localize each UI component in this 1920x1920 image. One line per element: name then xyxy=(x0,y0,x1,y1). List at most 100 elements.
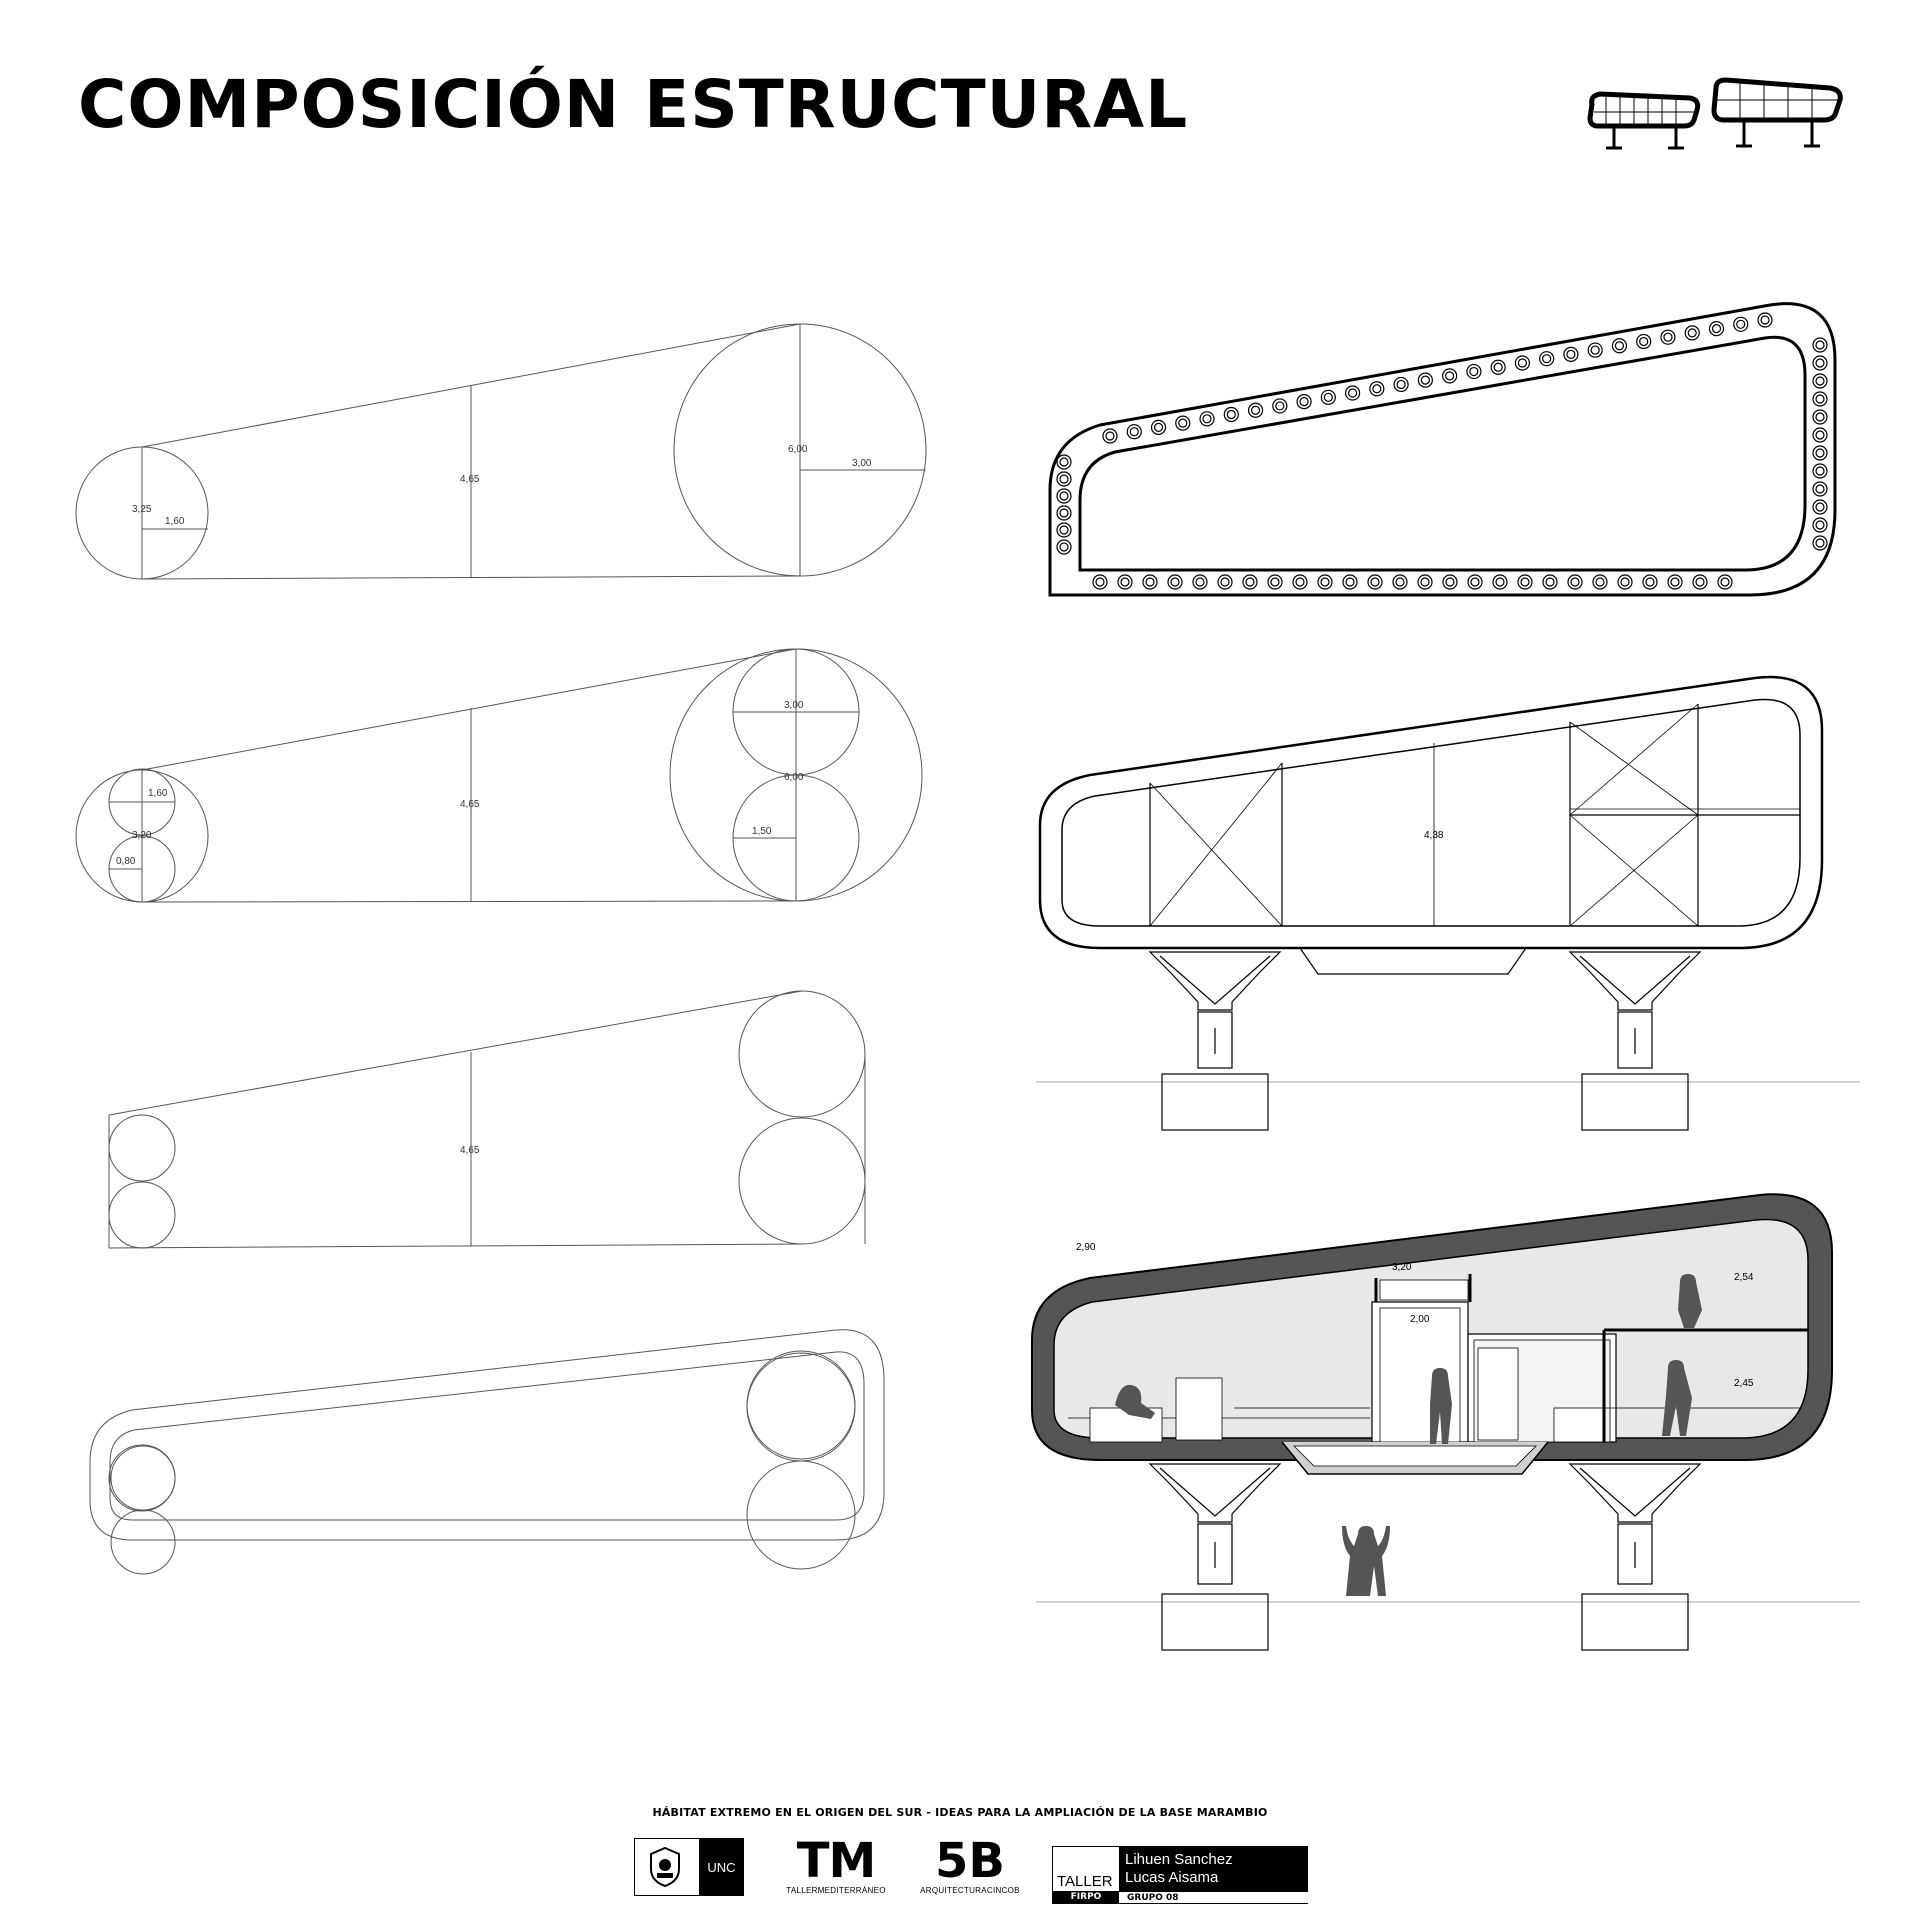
tube-circle-inner xyxy=(1059,457,1069,467)
geometry-diagram-4-circles xyxy=(109,1479,175,1545)
tube-circle-inner xyxy=(1245,577,1255,587)
tube-circle-inner xyxy=(1815,448,1825,458)
tube-circle-inner xyxy=(1670,577,1680,587)
tube-circle-inner xyxy=(1711,323,1722,334)
tube-circle-inner xyxy=(1720,577,1730,587)
supports-interior xyxy=(1036,1463,1860,1651)
tube-circle-inner xyxy=(1226,409,1236,420)
tube-circle-inner xyxy=(1420,577,1430,587)
tube-circle-inner xyxy=(1170,577,1180,587)
tube-circle-inner xyxy=(1153,422,1164,433)
tube-circle-inner xyxy=(1323,392,1333,402)
tube-circle-inner xyxy=(1815,340,1825,350)
dim-interior-core-height: 3,20 xyxy=(1392,1262,1412,1273)
tube-circle-inner xyxy=(1614,341,1625,351)
dim-d-large-2: 6,00 xyxy=(784,772,804,783)
fiveb-logo-mark: 5B xyxy=(935,1833,1005,1889)
dim-structure-height: 4,38 xyxy=(1424,830,1444,841)
tube-circle-inner xyxy=(1275,401,1285,411)
geometry-diagram-3 xyxy=(108,990,866,1249)
dim-height-1: 4,65 xyxy=(460,474,480,485)
fiveb-caption: ARQUITECTURACINCOB xyxy=(920,1886,1020,1895)
tube-circle-inner xyxy=(1129,427,1139,437)
tube-circle-inner xyxy=(1493,362,1503,372)
authors: Lihuen Sanchez Lucas Aisama xyxy=(1119,1847,1308,1891)
page-title: COMPOSICIÓN ESTRUCTURAL xyxy=(78,66,1189,143)
tube-circle-inner xyxy=(1495,577,1505,587)
tube-circle-inner xyxy=(1270,577,1280,587)
author-2: Lucas Aisama xyxy=(1125,1869,1219,1886)
thumbnail-icons xyxy=(1587,77,1843,150)
thumbnail-right xyxy=(1711,77,1843,148)
tube-circle-inner xyxy=(1815,358,1825,368)
geometry-diagram-2 xyxy=(75,648,923,903)
tube-circle-inner xyxy=(1815,376,1825,386)
dim-interior-upper-height: 2,54 xyxy=(1734,1272,1754,1283)
tube-circle-inner xyxy=(1059,525,1069,535)
unc-label: UNC xyxy=(699,1839,744,1895)
tube-circle-inner xyxy=(1372,384,1382,394)
taller-label: TALLER xyxy=(1057,1873,1113,1890)
tube-circle-inner xyxy=(1420,375,1430,385)
shell-tube-section xyxy=(1048,302,1837,597)
tube-circle-inner xyxy=(1760,315,1770,325)
tube-circle-inner xyxy=(1517,358,1528,368)
tm-logo-mark: TM xyxy=(796,1833,877,1889)
tube-circle-inner xyxy=(1320,577,1330,587)
tube-circle-inner xyxy=(1570,577,1580,587)
tube-circle-inner xyxy=(1059,491,1069,501)
tube-circle-inner xyxy=(1663,332,1673,342)
tube-circle-inner xyxy=(1542,354,1552,364)
tube-circle-inner xyxy=(1396,379,1406,390)
tube-circle-inner xyxy=(1395,577,1405,587)
tube-circle-inner xyxy=(1595,577,1605,587)
tube-ring-group xyxy=(1056,312,1828,590)
dim-interior-core-width: 2,00 xyxy=(1410,1314,1430,1325)
taller-firpo-block: TALLER FIRPO Lihuen Sanchez Lucas Aisama… xyxy=(1052,1846,1308,1904)
tube-circle-inner xyxy=(1695,577,1705,587)
tube-circle-inner xyxy=(1370,577,1380,587)
tube-circle-inner xyxy=(1639,336,1649,347)
structural-section xyxy=(1038,675,1824,975)
tm-logo: TM TALLERMEDITERRÁNEO xyxy=(776,1836,896,1895)
firpo-label: FIRPO xyxy=(1053,1891,1119,1903)
group-label: GRUPO 08 xyxy=(1119,1891,1308,1903)
tube-circle-inner xyxy=(1520,577,1530,587)
tube-circle-inner xyxy=(1220,577,1230,587)
tube-circle-inner xyxy=(1347,388,1358,398)
tube-circle-inner xyxy=(1295,577,1305,587)
dim-r-large-1: 3,00 xyxy=(852,458,872,469)
thumbnail-left xyxy=(1587,91,1701,150)
dim-r-small-1: 1,60 xyxy=(165,516,185,527)
unc-logo: UNC xyxy=(634,1838,744,1896)
dim-interior-lower-height: 2,45 xyxy=(1734,1378,1754,1389)
tube-circle-inner xyxy=(1299,397,1309,407)
tube-circle-inner xyxy=(1645,577,1655,587)
footer-title: HÁBITAT EXTREMO EN EL ORIGEN DEL SUR - I… xyxy=(652,1806,1268,1819)
dim-height-2: 4,65 xyxy=(460,799,480,810)
tube-circle-inner xyxy=(1590,345,1600,355)
tube-circle-inner xyxy=(1445,371,1455,381)
tube-circle-inner xyxy=(1120,577,1130,587)
tube-circle-inner xyxy=(1815,484,1825,494)
fiveb-logo: 5B ARQUITECTURACINCOB xyxy=(910,1836,1030,1895)
tube-circle-inner xyxy=(1566,349,1576,359)
tube-circle-inner xyxy=(1815,466,1825,476)
tube-circle-inner xyxy=(1202,414,1212,424)
interior-section xyxy=(1031,1193,1833,1596)
tube-circle-inner xyxy=(1815,538,1825,548)
tube-circle-inner xyxy=(1687,328,1697,338)
unc-seal-icon xyxy=(650,1846,680,1888)
tube-circle-inner xyxy=(1105,431,1115,441)
dim-r-small-2: 1,60 xyxy=(148,788,168,799)
tube-circle-inner xyxy=(1815,430,1825,440)
tm-caption: TALLERMEDITERRÁNEO xyxy=(786,1886,886,1895)
tube-circle-inner xyxy=(1250,405,1261,415)
tube-circle-inner xyxy=(1445,577,1455,587)
tube-circle-inner xyxy=(1815,394,1825,404)
dim-d-large-1: 6,00 xyxy=(788,444,808,455)
dim-r-large-inner-2: 1,50 xyxy=(752,826,772,837)
tube-circle-inner xyxy=(1815,520,1825,530)
dim-d-small-2: 3,20 xyxy=(132,830,152,841)
dim-height-3: 4,65 xyxy=(460,1145,480,1156)
